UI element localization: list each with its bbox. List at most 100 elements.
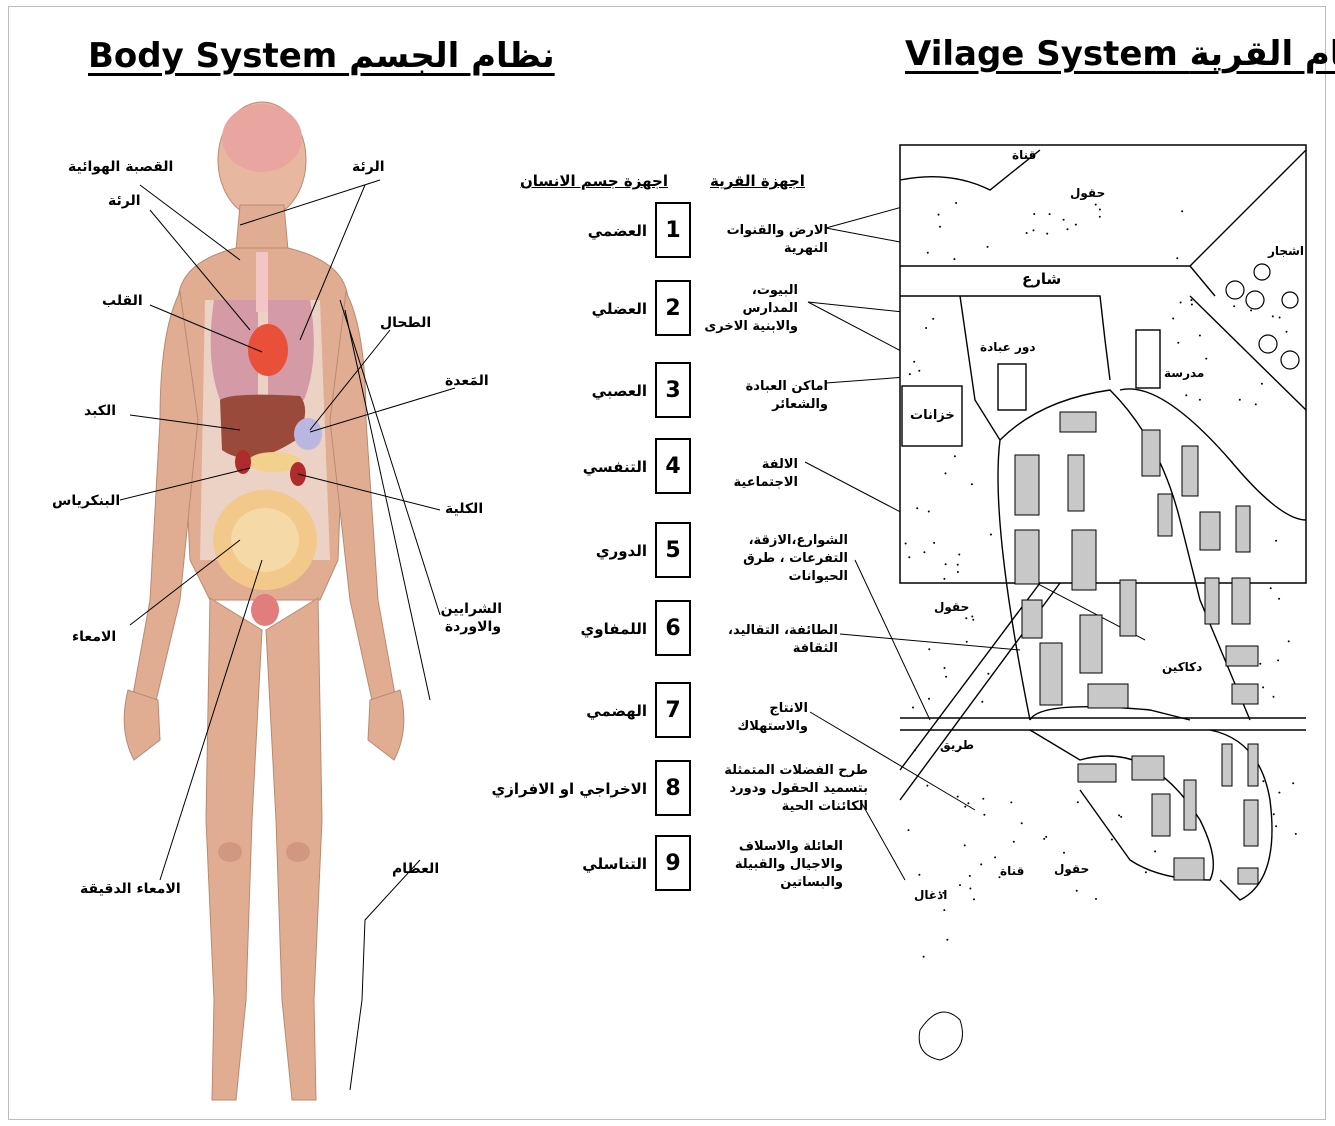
- field-dot: [939, 226, 941, 228]
- field-dot: [1049, 213, 1051, 215]
- field-dot: [945, 472, 947, 474]
- field-dot: [1099, 216, 1101, 218]
- field-dot: [980, 863, 982, 865]
- field-dot: [1111, 839, 1113, 841]
- field-dot: [1275, 825, 1277, 827]
- field-dot: [1043, 838, 1045, 840]
- field-dot: [1205, 358, 1207, 360]
- field-dot: [923, 551, 925, 553]
- field-dot: [926, 785, 928, 787]
- field-dot: [971, 616, 973, 618]
- field-dot: [1177, 342, 1179, 344]
- map-label-weeds: ادغال: [914, 888, 947, 902]
- field-dot: [1176, 257, 1178, 259]
- field-dot: [1255, 403, 1257, 405]
- map-label-canal-bottom: قناة: [1000, 864, 1024, 878]
- field-dot: [1026, 232, 1028, 234]
- field-dot: [954, 455, 956, 457]
- field-dot: [909, 373, 911, 375]
- field-dot: [1199, 335, 1201, 337]
- field-dot: [1275, 540, 1277, 542]
- map-label-storage: خزانات: [910, 408, 955, 423]
- map-label-fields-bottom: حقول: [1054, 862, 1089, 876]
- field-dot: [905, 543, 907, 545]
- field-dot: [1077, 801, 1079, 803]
- field-dot: [1279, 317, 1281, 319]
- field-dot: [1277, 659, 1279, 661]
- field-dot: [1259, 663, 1261, 665]
- field-dot: [908, 829, 910, 831]
- field-dot: [1286, 331, 1288, 333]
- field-dot: [1033, 213, 1035, 215]
- field-dot: [1272, 315, 1274, 317]
- field-dot: [1010, 801, 1012, 803]
- field-dot: [972, 619, 974, 621]
- field-dot: [1273, 696, 1275, 698]
- map-label-school: مدرسة: [1164, 366, 1204, 380]
- field-dot: [1250, 309, 1252, 311]
- field-dot: [1033, 229, 1035, 231]
- map-label-fields-top: حقول: [1070, 186, 1105, 200]
- field-dot: [1288, 640, 1290, 642]
- field-dot: [969, 888, 971, 890]
- field-dot: [953, 258, 955, 260]
- field-dot: [928, 648, 930, 650]
- field-dot: [1262, 780, 1264, 782]
- map-label-road: طريق: [940, 738, 974, 752]
- field-dot: [994, 856, 996, 858]
- field-dot: [1273, 813, 1275, 815]
- field-dot: [1118, 814, 1120, 816]
- field-dot: [1063, 852, 1065, 854]
- field-dot: [928, 698, 930, 700]
- field-dot: [932, 318, 934, 320]
- field-dot: [1013, 841, 1015, 843]
- field-dot: [933, 542, 935, 544]
- field-dot: [1181, 210, 1183, 212]
- field-dot: [912, 707, 914, 709]
- field-dot: [964, 806, 966, 808]
- field-dot: [957, 796, 959, 798]
- field-dot: [987, 246, 989, 248]
- field-dot: [938, 214, 940, 216]
- field-dot: [1045, 836, 1047, 838]
- map-label-worship: دور عبادة: [980, 340, 1036, 354]
- field-dot: [1262, 686, 1264, 688]
- field-dot: [925, 327, 927, 329]
- field-dot: [946, 939, 948, 941]
- field-dot: [1180, 302, 1182, 304]
- field-dot: [945, 563, 947, 565]
- field-dot: [918, 874, 920, 876]
- field-dot: [958, 554, 960, 556]
- field-dot: [1199, 399, 1201, 401]
- field-dot: [957, 564, 959, 566]
- field-dot: [916, 507, 918, 509]
- field-dot: [1190, 299, 1192, 301]
- field-dot: [1191, 304, 1193, 306]
- field-dot: [955, 202, 957, 204]
- field-dot: [1095, 898, 1097, 900]
- field-dot: [959, 884, 961, 886]
- field-dot: [1292, 782, 1294, 784]
- field-dot: [967, 802, 969, 804]
- field-dot: [1278, 792, 1280, 794]
- field-dot: [990, 534, 992, 536]
- field-dot: [1261, 383, 1263, 385]
- field-dot: [943, 578, 945, 580]
- field-dot: [966, 641, 968, 643]
- map-label-fields-left: حقول: [934, 600, 969, 614]
- field-dot: [1099, 209, 1101, 211]
- field-dot: [945, 676, 947, 678]
- field-dot: [1233, 305, 1235, 307]
- field-dot: [918, 370, 920, 372]
- field-dot: [923, 956, 925, 958]
- field-dot: [1120, 816, 1122, 818]
- field-dot: [969, 875, 971, 877]
- field-dot: [982, 798, 984, 800]
- field-dot: [965, 617, 967, 619]
- field-dot: [1239, 399, 1241, 401]
- field-dot: [1172, 318, 1174, 320]
- field-dot: [1021, 822, 1023, 824]
- field-dot: [908, 556, 910, 558]
- field-dot: [971, 483, 973, 485]
